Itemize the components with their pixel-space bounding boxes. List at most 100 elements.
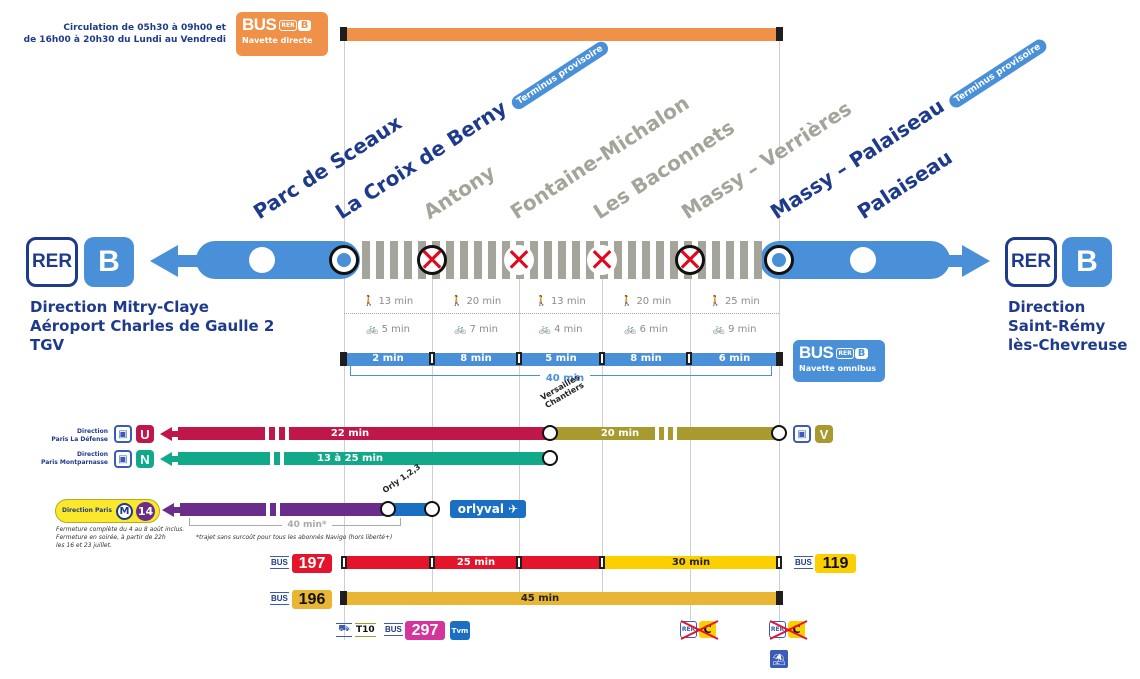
orlyval-bar [388, 503, 432, 516]
walk-icon: 🚶 [535, 296, 548, 307]
closed-station-icon-massy-verrieres: ✕ [675, 241, 705, 279]
bus-label: BUS [799, 343, 834, 362]
stop-marker [599, 352, 605, 365]
line-u-badge: U [136, 425, 154, 443]
stop-massy-palaiseau [771, 425, 787, 441]
line-n-badge: N [136, 450, 154, 468]
rer-logo-left: RER [26, 237, 78, 287]
closed-station-icon-antony: ✕ [417, 241, 447, 279]
metro-closure-note: Fermeture complète du 4 au 8 août inclus… [56, 526, 185, 549]
bus-197-badge: 197 [292, 554, 332, 573]
stop-marker [686, 352, 692, 365]
notice-line-1: Circulation de 05h30 à 09h00 et [63, 23, 226, 33]
stop-cap-end [776, 591, 783, 605]
metro-14-direction-badge: Direction Paris M 14 [55, 499, 160, 523]
bus-196-time: 45 min [520, 593, 560, 604]
stop-marker [429, 556, 435, 569]
direct-shuttle-bar [341, 28, 782, 41]
line-14-badge: 14 [136, 502, 155, 521]
direction-mitry-claye: Direction Mitry-Claye Aéroport Charles d… [30, 298, 274, 355]
line-b-logo-left: B [84, 237, 134, 287]
walk-icon: 🚶 [709, 296, 722, 307]
segment-time: 6 min [718, 353, 751, 364]
guide-line-massy-verrieres [690, 270, 691, 620]
direction-line-2: Aéroport Charles de Gaulle 2 [30, 317, 275, 335]
walk-icon: 🚶 [362, 296, 376, 307]
bike-time-3: 🚲 4 min [538, 324, 583, 335]
bus-icon: BUS [384, 623, 403, 636]
arrow-left-icon [160, 452, 180, 466]
bus-icon: BUS [794, 556, 813, 569]
station-marker-massy-palaiseau [764, 245, 794, 275]
navigo-footnote: *trajet sans surcoût pour tous les abonn… [196, 534, 393, 541]
tram-icon: ⛟ [336, 623, 352, 637]
stop-cap-end [776, 27, 783, 41]
stop-marker [429, 352, 435, 365]
walk-time-3: 🚶 13 min [535, 296, 586, 307]
walk-time-2: 🚶 20 min [450, 296, 502, 307]
line-c-badge: C [788, 621, 805, 638]
metro-icon: M [116, 503, 133, 520]
shuttle-direct-label: Navette directe [242, 36, 313, 45]
tvm-badge: Tvm [450, 621, 470, 640]
bike-icon: 🚲 [365, 324, 379, 335]
bus-197-bar [344, 556, 602, 569]
train-icon: ▣ [114, 450, 132, 468]
rer-mini-icon: RER [279, 20, 297, 31]
notice-line-2: de 16h00 à 20h30 du Lundi au Vendredi [23, 35, 226, 45]
rer-mini-icon: RER [836, 348, 854, 359]
direction-saint-remy: Direction Saint-Rémy lès-Chevreuse [1008, 298, 1127, 355]
rer-c-closed-icon: RER C [680, 619, 720, 640]
omnibus-shuttle-bar [341, 353, 782, 366]
line-b-mini-icon: B [297, 20, 312, 31]
walk-time-5: 🚶 25 min [709, 296, 760, 307]
bike-icon: 🚲 [623, 324, 637, 335]
walk-time-1: 🚶 13 min [362, 296, 414, 307]
bike-icon: 🚲 [453, 324, 467, 335]
omnibus-total-time: 40 min [540, 373, 590, 384]
bike-time-2: 🚲 7 min [453, 324, 499, 335]
rer-b-line [150, 241, 990, 279]
stop-cap-end [776, 352, 783, 366]
shuttle-omnibus-label: Navette omnibus [799, 364, 877, 373]
cross-out-icon [769, 620, 808, 640]
direction-line-2: Saint-Rémy [1008, 317, 1106, 335]
line-v-badge: V [815, 425, 833, 443]
metro-direction-label: Direction Paris [62, 507, 112, 514]
stop-versailles-chantiers [542, 450, 558, 466]
tram-t10-badge: T10 [355, 623, 376, 637]
station-dot-palaiseau [850, 247, 876, 273]
walk-time-4: 🚶 20 min [620, 296, 672, 307]
orly-stop-label: Orly 1,2,3 [380, 462, 423, 495]
stop-cap-start [340, 352, 347, 366]
train-icon: ▣ [793, 425, 811, 443]
rer-c-closed-icon: RER C [769, 619, 809, 640]
stop-marker [776, 556, 782, 569]
line-b-mini-icon: B [854, 348, 869, 359]
arrow-left-icon [150, 245, 200, 277]
stop-marker [341, 556, 347, 569]
stop-marker [516, 352, 522, 365]
walk-icon: 🚶 [450, 296, 464, 307]
direction-line-1: Direction [1008, 298, 1086, 316]
closed-station-icon-fontaine-michalon: ✕ [504, 241, 534, 279]
segment-time: 8 min [460, 353, 492, 364]
guide-line-massy-palaiseau [779, 40, 780, 640]
line-v-time: 20 min [600, 428, 640, 439]
station-dot-parc-de-sceaux [249, 247, 275, 273]
bike-time-5: 🚲 9 min [712, 324, 757, 335]
line-u-time: 22 min [330, 428, 370, 439]
bus-297-badge: 297 [405, 621, 445, 640]
stop-marker [516, 556, 522, 569]
stop-marker [599, 556, 605, 569]
cross-out-icon [680, 620, 719, 640]
bike-time-1: 🚲 5 min [365, 324, 411, 335]
orlyval-logo: orlyval ✈ [450, 500, 526, 518]
bus-119-bar [602, 556, 779, 569]
bus-label: BUS [242, 15, 277, 34]
train-icon: ▣ [114, 425, 132, 443]
line-b-logo-right: B [1062, 237, 1112, 287]
